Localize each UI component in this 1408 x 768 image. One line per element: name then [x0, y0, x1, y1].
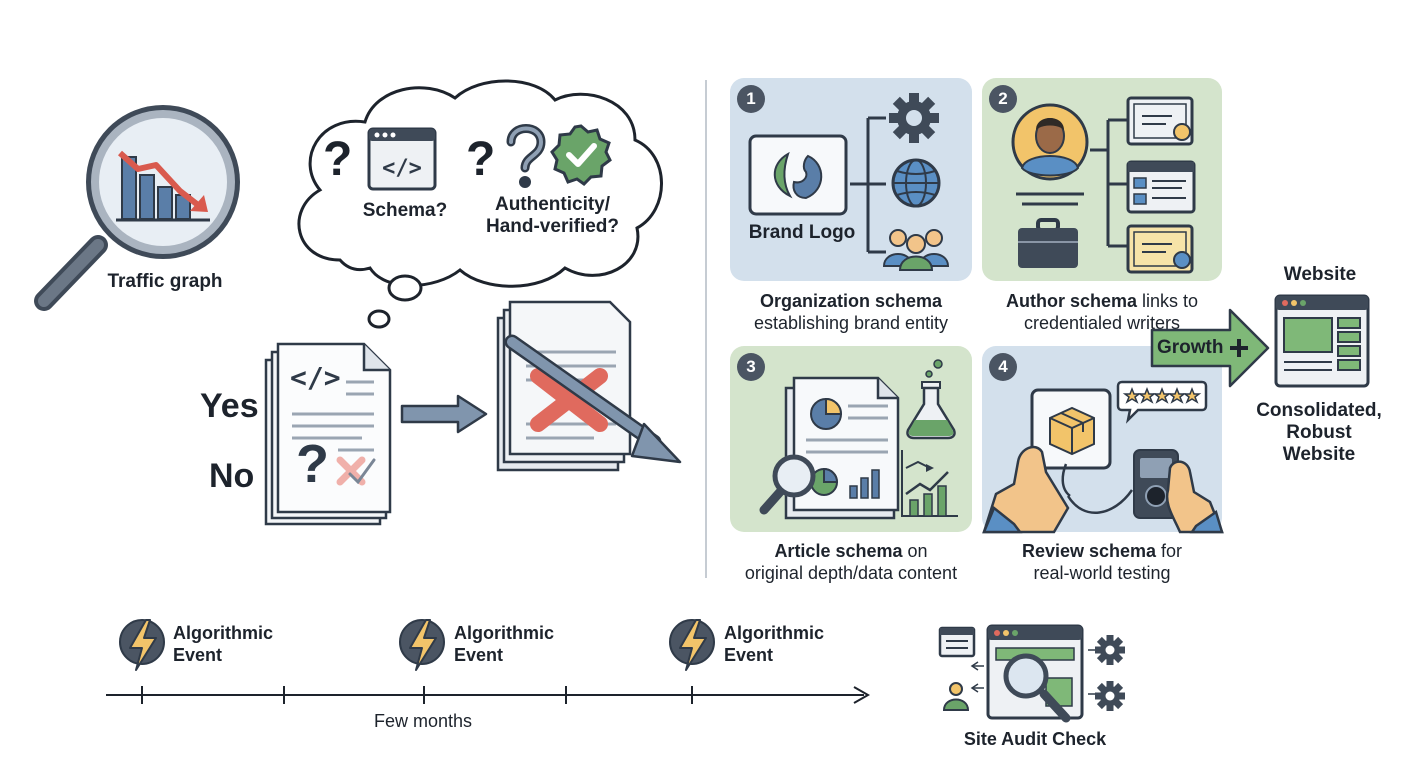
event-label: Algorithmic Event: [724, 623, 825, 665]
step-number: 2: [989, 85, 1017, 113]
step-number: 4: [989, 353, 1017, 381]
growth-label: Growth: [1157, 337, 1224, 358]
traffic-graph-label: Traffic graph: [107, 271, 223, 292]
brand-logo-label: Brand Logo: [748, 222, 856, 243]
step-number: 3: [737, 353, 765, 381]
profile-document-icon: [1126, 160, 1196, 214]
globe-icon: [891, 158, 941, 208]
outline-question-icon: [506, 124, 546, 188]
question-mark: ?: [296, 434, 329, 494]
timeline-axis: [106, 686, 871, 704]
no-label: No: [209, 457, 255, 495]
growth-arrow: [1150, 308, 1270, 388]
author-connector: [1090, 118, 1128, 248]
check-cross-icon: [336, 456, 376, 486]
author-avatar-icon: [1011, 103, 1089, 206]
lightning-event-icon: [119, 619, 165, 671]
plus-icon: [1230, 339, 1248, 357]
magnifier-traffic-icon: [34, 105, 240, 311]
question-mark: ?: [323, 133, 353, 186]
authenticity-question-label: Authenticity/ Hand-verified?: [485, 194, 620, 237]
code-glyph: </>: [290, 361, 341, 394]
schema-question-label: Schema?: [362, 200, 448, 221]
hands-testing-device-icon: [982, 445, 1224, 534]
users-group-icon: [882, 229, 950, 271]
certificate-icon: [1126, 96, 1194, 146]
flask-icon: [906, 359, 956, 440]
site-audit-label: Site Audit Check: [963, 729, 1107, 749]
rating-stars-bubble: [1116, 380, 1208, 424]
certificate-icon: [1126, 224, 1194, 274]
code-window-icon: </>: [367, 127, 437, 191]
website-caption: Consolidated, Robust Website: [1256, 400, 1382, 465]
magnifier-icon: [759, 454, 816, 515]
org-connector: [850, 116, 886, 254]
rejected-document-stack: [496, 300, 682, 472]
section-divider: [705, 80, 707, 578]
website-title: Website: [1283, 264, 1357, 285]
growth-chart-icon: [901, 450, 958, 517]
yes-label: Yes: [200, 387, 259, 425]
question-mark: ?: [466, 133, 496, 186]
website-window-icon: [1274, 294, 1370, 388]
few-months-label: Few months: [374, 711, 473, 731]
lightning-event-icon: [669, 619, 715, 671]
step-number: 1: [737, 85, 765, 113]
lightning-event-icon: [399, 619, 445, 671]
arrow-right-icon: [400, 394, 488, 434]
svg-text:</>: </>: [382, 156, 422, 181]
event-label: Algorithmic Event: [454, 623, 555, 665]
site-audit-illustration: [938, 624, 1125, 723]
gear-icon: [889, 93, 939, 143]
briefcase-icon: [1018, 218, 1078, 268]
brand-logo-card: [748, 134, 848, 216]
product-box-card: [1030, 388, 1112, 470]
event-label: Algorithmic Event: [173, 623, 274, 665]
article-document-icon: [784, 376, 900, 520]
verified-badge-icon: [550, 124, 612, 186]
